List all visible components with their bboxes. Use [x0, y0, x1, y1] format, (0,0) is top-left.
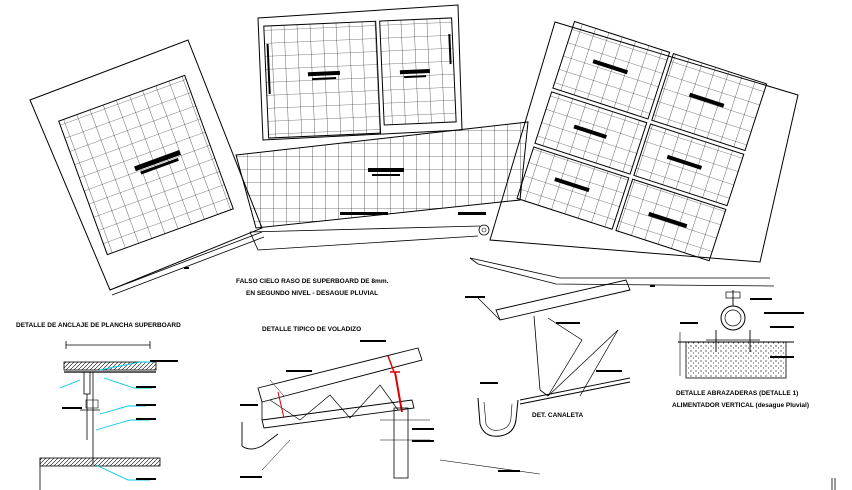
detail-voladizo: DETALLE TIPICO DE VOLADIZO	[240, 326, 434, 479]
detail-canaleta: DET. CANALETA	[465, 279, 631, 437]
plan-title-line1: FALSO CIELO RASO DE SUPERBOARD DE 8mm.	[236, 278, 389, 285]
detail-voladizo-title: DETALLE TIPICO DE VOLADIZO	[262, 326, 361, 333]
detail-abrazaderas: DETALLE ABRAZADERAS (DETALLE 1) ALIMENTA…	[672, 290, 809, 409]
detail-abrazaderas-title: DETALLE ABRAZADERAS (DETALLE 1)	[676, 390, 798, 397]
detail-anclaje-title: DETALLE DE ANCLAJE DE PLANCHA SUPERBOARD	[16, 322, 181, 329]
detail-anclaje: DETALLE DE ANCLAJE DE PLANCHA SUPERBOARD	[16, 322, 181, 490]
detail-canaleta-title: DET. CANALETA	[532, 412, 583, 419]
top-center-ceiling-panel	[257, 4, 463, 141]
detail-abrazaderas-subtitle: ALIMENTADOR VERTICAL (desague Pluvial)	[672, 402, 809, 409]
left-ceiling-panel	[29, 39, 265, 296]
plan-title-line2: EN SEGUNDO NIVEL - DESAGUE PLUVIAL	[246, 290, 378, 297]
right-ceiling-panel	[469, 20, 799, 287]
center-strip-panel	[235, 121, 529, 251]
